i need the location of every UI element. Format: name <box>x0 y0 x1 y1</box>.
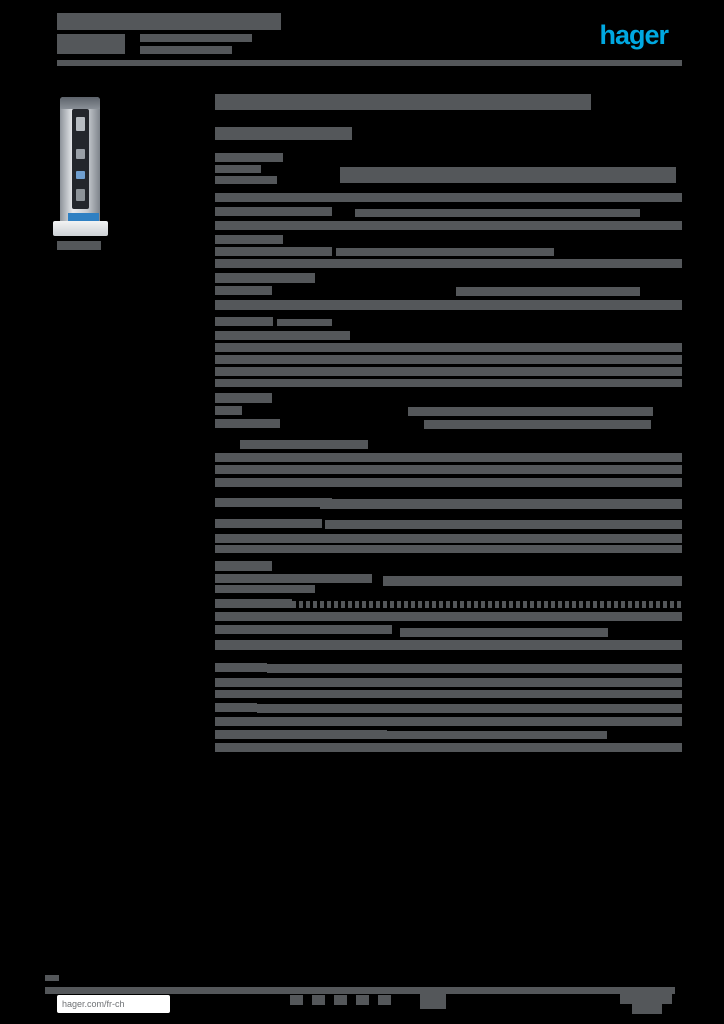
footer-page-block <box>620 992 672 1004</box>
spec-label-bar <box>240 440 368 449</box>
spec-value-bar <box>320 499 682 509</box>
cert-mark <box>378 995 391 1005</box>
spec-line-bar <box>215 367 682 376</box>
spec-label-bar <box>215 317 273 326</box>
section-header-bar <box>215 235 283 244</box>
spec-line-bar <box>215 478 682 487</box>
product-photo-body <box>60 97 100 225</box>
doc-subtitle-bar <box>215 127 352 140</box>
spec-label-bar <box>215 703 257 712</box>
spec-label-bar <box>215 730 387 739</box>
spec-value-bar <box>383 576 682 586</box>
header-line-4 <box>140 46 232 54</box>
spec-label-bar <box>215 165 261 173</box>
spec-line-bar <box>215 343 682 352</box>
fuse-indicator <box>76 149 85 159</box>
spec-leader-dots <box>292 601 682 608</box>
product-photo-window <box>72 109 89 209</box>
header-line-3 <box>140 34 252 42</box>
website-label: hager.com/fr-ch <box>62 999 125 1009</box>
spec-line-bar <box>215 379 682 387</box>
fuse-indicator <box>76 171 85 179</box>
spec-value-bar <box>456 287 640 296</box>
spec-label-bar <box>215 585 315 593</box>
spec-line-bar <box>215 193 682 202</box>
hager-logo: hager <box>599 20 669 50</box>
spec-label-bar <box>215 286 272 295</box>
spec-line-bar <box>215 717 682 726</box>
spec-line-bar <box>215 300 682 310</box>
header-divider <box>57 60 682 66</box>
product-photo-base <box>53 221 108 236</box>
spec-label-bar <box>215 419 280 428</box>
spec-value-bar <box>424 420 651 429</box>
spec-value-bar <box>387 731 607 739</box>
spec-line-bar <box>215 743 682 752</box>
section-header-bar <box>215 273 315 283</box>
doc-title-bar <box>215 94 591 110</box>
cert-mark <box>356 995 369 1005</box>
header-line-2 <box>57 34 125 54</box>
footer-tick <box>45 975 59 981</box>
spec-line-bar <box>215 259 682 268</box>
fuse-indicator <box>76 117 85 131</box>
cert-mark <box>334 995 347 1005</box>
header-line-1 <box>57 13 281 30</box>
spec-line-bar <box>215 678 682 687</box>
spec-label-bar <box>215 331 350 340</box>
spec-value-bar <box>340 167 676 183</box>
section-header-bar <box>215 393 272 403</box>
spec-value-bar <box>325 520 682 529</box>
spec-label-bar <box>215 663 267 672</box>
spec-value-bar <box>355 209 640 217</box>
cert-mark <box>312 995 325 1005</box>
photo-caption-bar <box>57 241 101 250</box>
spec-line-bar <box>215 453 682 462</box>
cert-mark-wide <box>420 994 446 1009</box>
spec-line-bar <box>215 612 682 621</box>
spec-line-bar <box>215 221 682 230</box>
spec-value-bar <box>257 704 682 713</box>
product-photo <box>53 95 108 245</box>
spec-value-bar <box>400 628 608 637</box>
spec-value-bar <box>267 664 682 673</box>
spec-label-bar <box>215 176 277 184</box>
spec-label-bar <box>215 519 322 528</box>
spec-label-bar <box>215 498 332 507</box>
section-header-bar <box>215 561 272 571</box>
spec-line-bar <box>215 545 682 553</box>
spec-label-bar <box>215 625 392 634</box>
footer-page-block <box>632 1004 662 1014</box>
cert-mark <box>290 995 303 1005</box>
product-blue-label <box>68 213 99 224</box>
website-link[interactable]: hager.com/fr-ch <box>57 995 170 1013</box>
spec-value-bar <box>277 319 332 326</box>
spec-line-bar <box>215 465 682 474</box>
spec-label-bar <box>215 406 242 415</box>
fuse-indicator <box>76 189 85 201</box>
spec-line-bar <box>215 690 682 698</box>
product-photo-cap <box>60 97 100 109</box>
spec-value-bar <box>408 407 653 416</box>
spec-label-bar <box>215 207 332 216</box>
spec-label-bar <box>215 574 372 583</box>
spec-value-bar <box>336 248 554 256</box>
spec-line-bar <box>215 640 682 650</box>
spec-line-bar <box>215 534 682 543</box>
spec-label-bar <box>215 599 292 608</box>
section-header-bar <box>215 153 283 162</box>
footer-divider <box>45 987 675 994</box>
spec-line-bar <box>215 355 682 364</box>
spec-label-bar <box>215 247 332 256</box>
